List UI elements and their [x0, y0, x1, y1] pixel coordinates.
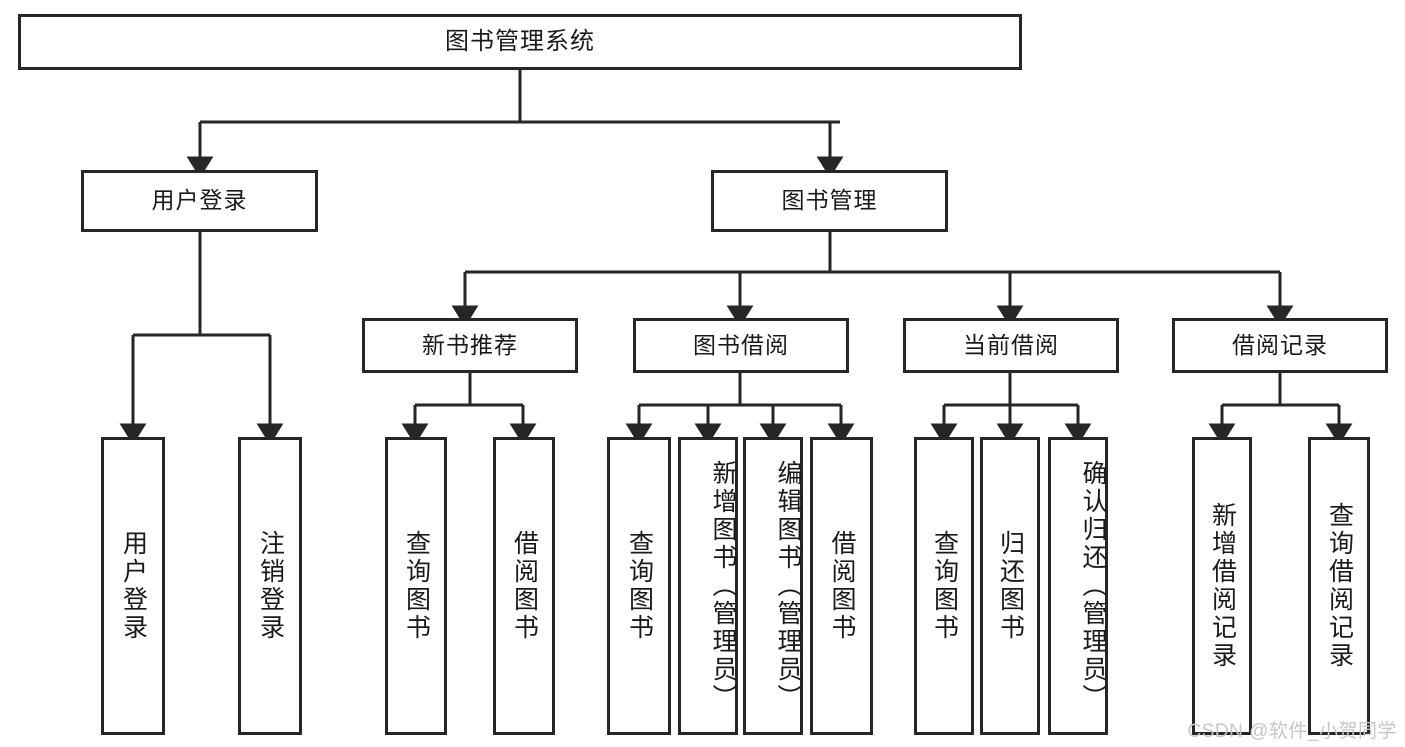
node-leaf-add-book-label: 新增图书（管理员） [709, 460, 737, 712]
node-leaf-borrow-book-recommend[interactable]: 借阅图书 [493, 437, 555, 735]
node-leaf-query-book-recommend[interactable]: 查询图书 [385, 437, 447, 735]
node-leaf-edit-book[interactable]: 编辑图书（管理员） [743, 437, 803, 735]
node-current-borrow-label: 当前借阅 [963, 331, 1059, 358]
node-leaf-confirm-return[interactable]: 确认归还（管理员） [1048, 437, 1108, 735]
node-leaf-query-borrow-record-label: 查询借阅记录 [1325, 502, 1354, 670]
node-book-manage[interactable]: 图书管理 [711, 170, 948, 232]
node-user-login-label: 用户登录 [151, 187, 248, 214]
node-borrow-record-label: 借阅记录 [1232, 331, 1328, 358]
node-new-book-recommend[interactable]: 新书推荐 [362, 318, 578, 373]
node-borrow-record[interactable]: 借阅记录 [1172, 318, 1388, 373]
node-book-borrow-label: 图书借阅 [693, 331, 789, 358]
node-leaf-return-book[interactable]: 归还图书 [980, 437, 1040, 735]
node-leaf-add-borrow-record[interactable]: 新增借阅记录 [1192, 437, 1252, 735]
node-root-label: 图书管理系统 [445, 27, 595, 55]
node-book-borrow[interactable]: 图书借阅 [633, 318, 849, 373]
node-leaf-query-book-current[interactable]: 查询图书 [914, 437, 974, 735]
node-leaf-confirm-return-label: 确认归还（管理员） [1079, 460, 1107, 712]
node-leaf-return-book-label: 归还图书 [996, 530, 1025, 642]
node-new-book-recommend-label: 新书推荐 [422, 331, 518, 358]
node-leaf-borrow-book-recommend-label: 借阅图书 [510, 530, 539, 642]
node-leaf-logout-label: 注销登录 [256, 530, 285, 642]
node-leaf-query-book-current-label: 查询图书 [930, 530, 959, 642]
node-root[interactable]: 图书管理系统 [18, 14, 1022, 70]
node-leaf-add-book[interactable]: 新增图书（管理员） [678, 437, 738, 735]
node-leaf-query-book-borrow-label: 查询图书 [625, 530, 654, 642]
node-leaf-logout[interactable]: 注销登录 [238, 437, 302, 735]
node-user-login[interactable]: 用户登录 [81, 170, 318, 232]
watermark: CSDN @软件_小贺同学 [1187, 721, 1397, 742]
node-leaf-query-book-borrow[interactable]: 查询图书 [607, 437, 671, 735]
node-leaf-edit-book-label: 编辑图书（管理员） [774, 460, 802, 712]
node-leaf-user-login[interactable]: 用户登录 [101, 437, 165, 735]
node-leaf-query-book-recommend-label: 查询图书 [402, 530, 431, 642]
node-leaf-add-borrow-record-label: 新增借阅记录 [1208, 502, 1237, 670]
node-leaf-user-login-label: 用户登录 [119, 530, 148, 642]
node-leaf-query-borrow-record[interactable]: 查询借阅记录 [1308, 437, 1370, 735]
node-current-borrow[interactable]: 当前借阅 [903, 318, 1119, 373]
node-book-manage-label: 图书管理 [781, 187, 878, 214]
node-leaf-borrow-book-label: 借阅图书 [828, 530, 856, 642]
node-leaf-borrow-book[interactable]: 借阅图书 [810, 437, 873, 735]
